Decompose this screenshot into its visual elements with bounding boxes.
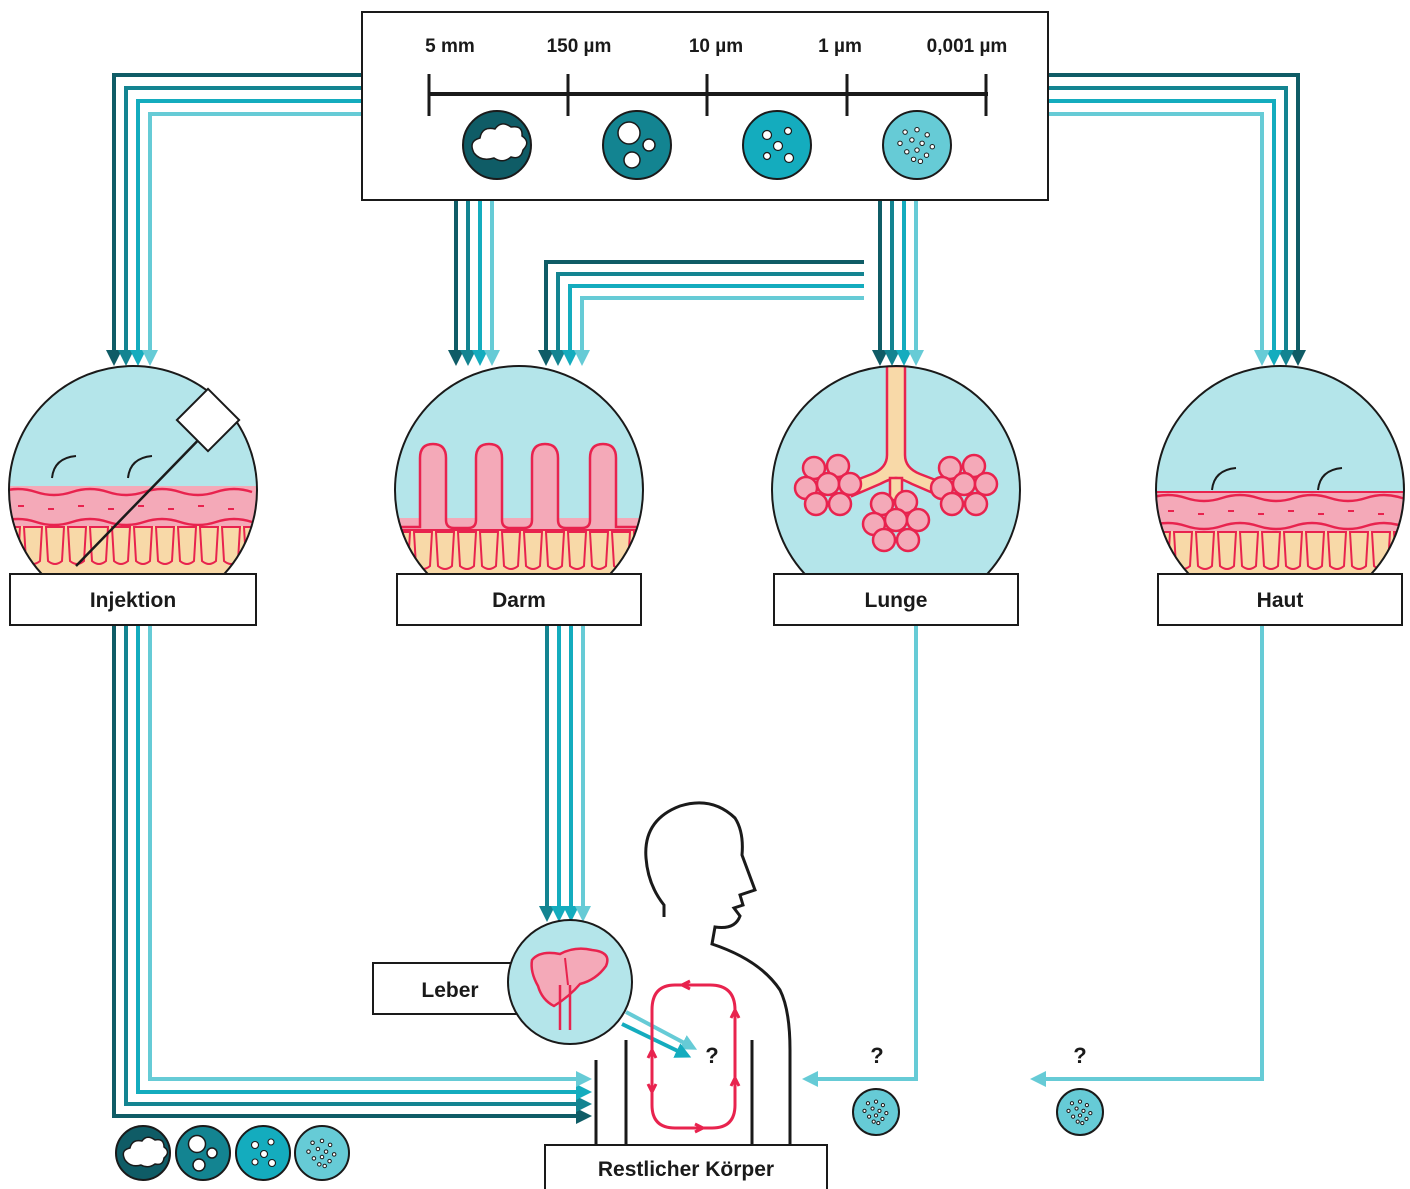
nanoplastic-icon-skin (1057, 1089, 1103, 1135)
macroplastic-icon (463, 111, 531, 179)
unknown-skin-question-mark: ? (1073, 1043, 1086, 1068)
svg-text:Darm: Darm (492, 589, 546, 612)
flow-scale-to-skin (1048, 75, 1298, 358)
svg-text:Haut: Haut (1257, 589, 1304, 612)
flow-scale-to-gut (456, 200, 492, 358)
flow-lines (114, 75, 1298, 1116)
svg-text:Restlicher Körper: Restlicher Körper (598, 1158, 774, 1181)
unknown-liver-question-mark: ? (705, 1043, 718, 1068)
nanoplastic-icon-lung (853, 1089, 899, 1135)
unknown-lung-question-mark: ? (870, 1043, 883, 1068)
label-rest-of-body: Restlicher Körper (545, 1145, 827, 1189)
nanoplastic-icon (883, 111, 951, 179)
tick-label-150um: 150 µm (547, 36, 612, 57)
flow-skin-to-body (1038, 625, 1262, 1079)
flow-lung-to-gut (546, 262, 864, 358)
circulation-loop (648, 981, 739, 1132)
flow-scale-to-injection (114, 75, 362, 358)
nanoplastic-icon-small (295, 1126, 349, 1180)
size-scale-panel: 5 mm 150 µm 10 µm 1 µm 0,001 µm (362, 12, 1048, 200)
flow-scale-to-lung (880, 200, 916, 358)
label-lung: Lunge (774, 574, 1018, 625)
label-gut: Darm (397, 574, 641, 625)
flow-lung-to-body (810, 625, 916, 1079)
tick-label-1um: 1 µm (818, 36, 862, 57)
small-microplastic-icon-small (236, 1126, 290, 1180)
tick-label-5mm: 5 mm (425, 36, 475, 57)
liver-panel: Leber (373, 920, 632, 1044)
liver-label: Leber (421, 979, 478, 1002)
svg-text:Injektion: Injektion (90, 589, 176, 612)
label-skin: Haut (1158, 574, 1402, 625)
macroplastic-icon-small (116, 1126, 170, 1180)
tick-label-10um: 10 µm (689, 36, 743, 57)
flow-liver-to-body (622, 1012, 690, 1054)
small-microplastic-icon (743, 111, 811, 179)
microplastic-icon (603, 111, 671, 179)
svg-text:Lunge: Lunge (865, 589, 928, 612)
flow-gut-to-liver (547, 625, 583, 914)
label-injection: Injektion (10, 574, 256, 625)
particle-legend (116, 1126, 349, 1180)
flow-injection-to-body (114, 625, 584, 1116)
tick-label-0001um: 0,001 µm (927, 36, 1008, 57)
microplastic-icon-small (176, 1126, 230, 1180)
